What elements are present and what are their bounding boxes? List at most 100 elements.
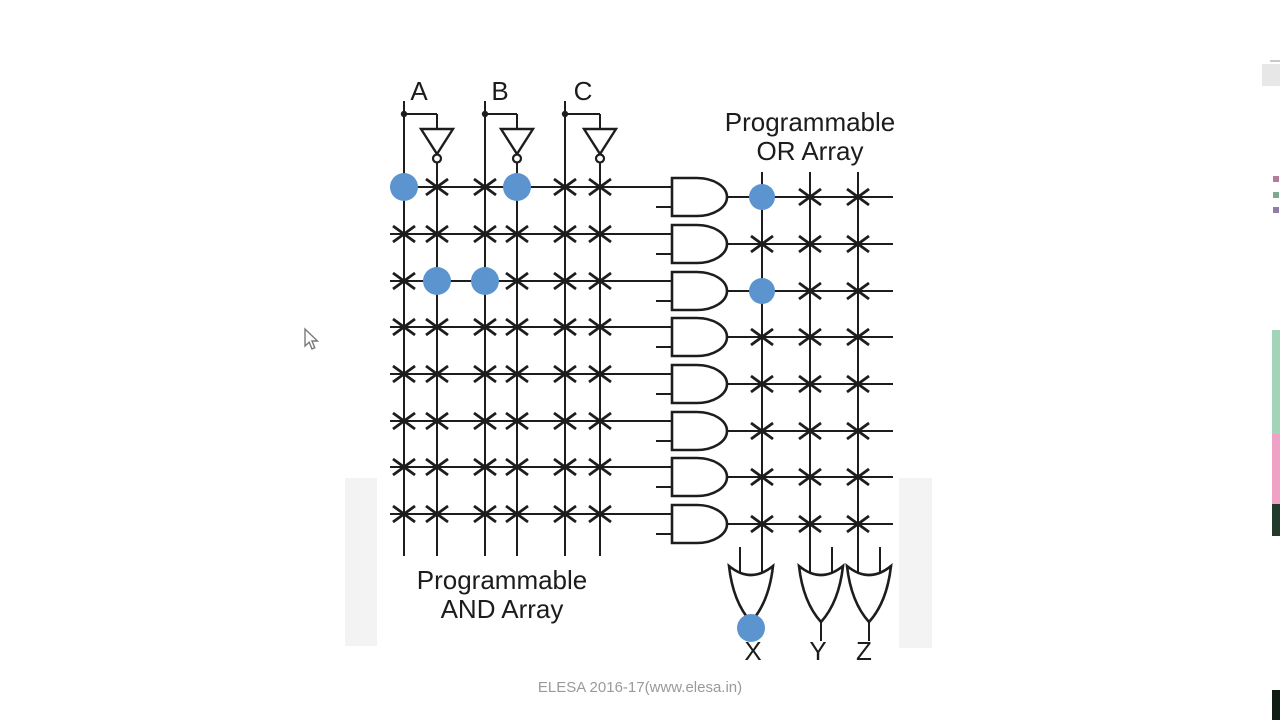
or-gate xyxy=(845,562,893,624)
fuse-cross-or xyxy=(798,514,822,534)
fuse-cross-or xyxy=(846,374,870,394)
window-edge-pink-panel xyxy=(1272,434,1280,504)
fuse-cross-and xyxy=(588,457,612,477)
and-gate xyxy=(670,503,729,545)
fuse-cross-and xyxy=(473,177,497,197)
fuse-cross-and xyxy=(505,364,529,384)
fuse-cross-and xyxy=(392,271,416,291)
fuse-cross-and xyxy=(588,317,612,337)
fuse-cross-or xyxy=(846,514,870,534)
or-array-title-line2: OR Array xyxy=(756,136,864,166)
output-dot xyxy=(737,614,765,642)
fuse-cross-or xyxy=(798,187,822,207)
fuse-cross-or xyxy=(750,374,774,394)
window-edge-speck-purple xyxy=(1273,207,1279,213)
window-edge-gray-block xyxy=(1262,64,1280,86)
fuse-cross-and xyxy=(425,224,449,244)
fuse-cross-and xyxy=(425,317,449,337)
or-array-title: Programmable OR Array xyxy=(725,108,896,166)
inverter-triangle xyxy=(581,127,619,157)
fuse-cross-and xyxy=(588,411,612,431)
fuse-cross-or xyxy=(846,281,870,301)
fuse-cross-and xyxy=(588,177,612,197)
fuse-cross-or xyxy=(798,234,822,254)
inverter-triangle xyxy=(418,127,456,157)
fuse-cross-and xyxy=(392,457,416,477)
fuse-cross-and xyxy=(425,504,449,524)
and-gate xyxy=(670,410,729,452)
fuse-cross-and xyxy=(553,364,577,384)
fuse-cross-or xyxy=(846,421,870,441)
window-edge-speck-pink xyxy=(1273,176,1279,182)
inverter-bubble xyxy=(431,153,443,164)
fuse-cross-or xyxy=(798,281,822,301)
fuse-cross-and xyxy=(392,224,416,244)
fuse-dot-and xyxy=(503,173,531,201)
fuse-cross-or xyxy=(846,187,870,207)
window-edge-bottom-dark-panel xyxy=(1272,690,1280,720)
output-label-x: X xyxy=(744,636,762,666)
fuse-cross-and xyxy=(392,411,416,431)
fuse-cross-or xyxy=(846,467,870,487)
and-gate xyxy=(670,270,729,312)
fuse-cross-and xyxy=(553,504,577,524)
fuse-cross-and xyxy=(425,177,449,197)
window-edge-green-panel xyxy=(1272,330,1280,434)
fuse-cross-and xyxy=(588,224,612,244)
input-label-c: C xyxy=(573,76,593,106)
fuse-cross-or xyxy=(798,374,822,394)
fuse-dot-or xyxy=(749,184,775,210)
window-edge-dark-panel xyxy=(1272,504,1280,536)
and-gate xyxy=(670,456,729,498)
fuse-cross-and xyxy=(588,271,612,291)
watermark-bar-left xyxy=(345,478,377,646)
fuse-cross-or xyxy=(750,514,774,534)
fuse-cross-and xyxy=(473,317,497,337)
inverter-bubble xyxy=(594,153,606,164)
inverter-triangle xyxy=(498,127,536,157)
fuse-cross-or xyxy=(798,467,822,487)
fuse-cross-or xyxy=(750,467,774,487)
fuse-cross-and xyxy=(505,457,529,477)
fuse-cross-and xyxy=(505,271,529,291)
fuse-cross-or xyxy=(750,421,774,441)
and-gate xyxy=(670,316,729,358)
fuse-cross-and xyxy=(553,177,577,197)
fuse-dot-and xyxy=(471,267,499,295)
fuse-cross-or xyxy=(798,327,822,347)
input-label-a: A xyxy=(410,76,428,106)
footer-caption: ELESA 2016-17(www.elesa.in) xyxy=(537,679,743,696)
output-label-z: Z xyxy=(856,636,872,666)
fuse-cross-or xyxy=(750,327,774,347)
fuse-cross-and xyxy=(505,224,529,244)
fuse-dot-or xyxy=(749,278,775,304)
fuse-cross-or xyxy=(798,421,822,441)
fuse-cross-and xyxy=(553,457,577,477)
window-edge-divider-line xyxy=(1270,60,1280,62)
and-gate xyxy=(670,223,729,265)
fuse-dot-and xyxy=(423,267,451,295)
and-array-title-line2: AND Array xyxy=(440,594,564,624)
and-gate xyxy=(670,363,729,405)
fuse-cross-and xyxy=(425,411,449,431)
fuse-cross-and xyxy=(473,504,497,524)
input-label-b: B xyxy=(491,76,509,106)
fuse-cross-and xyxy=(505,411,529,431)
and-array-title-line1: Programmable xyxy=(416,565,588,595)
fuse-cross-and xyxy=(553,271,577,291)
fuse-cross-and xyxy=(553,224,577,244)
and-gate xyxy=(670,176,729,218)
fuse-cross-or xyxy=(750,234,774,254)
fuse-cross-and xyxy=(425,457,449,477)
fuse-cross-and xyxy=(425,364,449,384)
window-edge-speck-green xyxy=(1273,192,1279,198)
fuse-cross-and xyxy=(392,364,416,384)
fuse-cross-and xyxy=(505,504,529,524)
fuse-cross-and xyxy=(392,317,416,337)
inverter-bubble xyxy=(511,153,523,164)
fuse-cross-and xyxy=(553,411,577,431)
cursor-arrow xyxy=(304,327,320,350)
fuse-cross-and xyxy=(505,317,529,337)
output-label-y: Y xyxy=(809,636,827,666)
mouse-cursor xyxy=(304,327,320,350)
